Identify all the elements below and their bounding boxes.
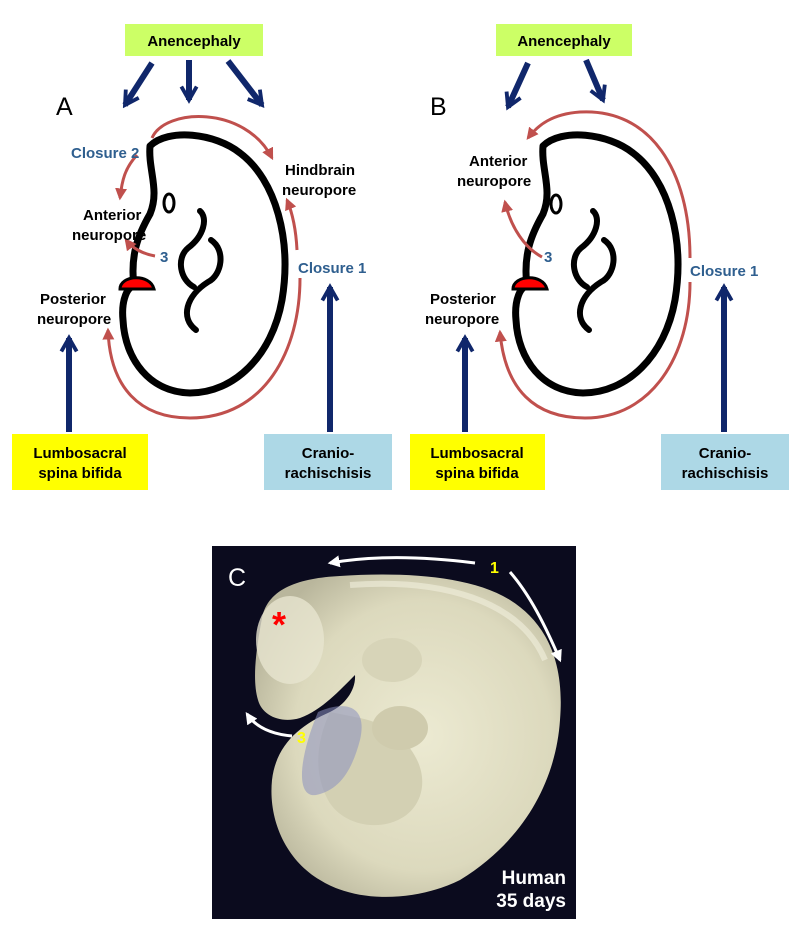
- posterior-neuropore-red-a: [118, 276, 156, 291]
- lumbosacral-label-line1-b: Lumbosacral: [430, 445, 523, 462]
- anterior-label-line2-b: neuropore: [457, 173, 531, 190]
- closure1-arrow-down-b: [494, 281, 692, 420]
- craniorachischisis-label-line2-b: rachischisis: [682, 465, 769, 482]
- panel-b: B Anencephaly Anterior neuropore 3 Closu…: [410, 24, 789, 490]
- posterior-label-line1-a: Posterior: [40, 291, 106, 308]
- embryo-yolk-stalk: [301, 706, 362, 796]
- posterior-label-line1-b: Posterior: [430, 291, 496, 308]
- anterior-label-line1-b: Anterior: [469, 153, 528, 170]
- red-asterisk: *: [272, 604, 286, 645]
- craniorachischisis-box-a: [264, 434, 392, 490]
- anencephaly-arrow-right-b: [583, 58, 607, 104]
- embryo-dorsal-highlight: [349, 580, 548, 662]
- closure1-arrow-down-a: [102, 277, 302, 420]
- anterior-label-line2-a: neuropore: [72, 227, 146, 244]
- caption-line1-c: Human: [502, 868, 566, 889]
- lumbosacral-box-a: [12, 434, 148, 490]
- closure1-arrow-rostral-c: [327, 555, 476, 568]
- craniorachischisis-label-line1-b: Cranio-: [699, 445, 752, 462]
- craniorachischisis-label-line1-a: Cranio-: [302, 445, 355, 462]
- anencephaly-arrow-left-a: [122, 61, 155, 109]
- anencephaly-arrow-left-b: [504, 61, 531, 111]
- embryo-outline-b: [512, 131, 682, 397]
- posterior-label-line2-a: neuropore: [37, 311, 111, 328]
- panel-b-letter: B: [430, 93, 447, 121]
- embryo-eye-b: [549, 193, 563, 215]
- caption-line2-c: 35 days: [496, 891, 566, 912]
- embryo-photo: [255, 574, 561, 897]
- closure1-number-c: 1: [490, 560, 499, 577]
- anencephaly-arrow-right-a: [225, 59, 265, 109]
- closure1-arrow-up-b: [526, 110, 692, 259]
- closure3-arrow-b: [501, 199, 543, 259]
- embryo-pharyngeal-fold-b: [570, 208, 600, 290]
- closure3-arrow-c: [245, 712, 293, 738]
- lumbosacral-label-line2-a: spina bifida: [38, 465, 122, 482]
- panel-c: C 1 3 * Human 35 days: [212, 546, 576, 919]
- embryo-pharyngeal-fold-a: [177, 208, 207, 290]
- anencephaly-label-b: Anencephaly: [517, 33, 611, 50]
- panel-a-letter: A: [56, 93, 73, 121]
- closure3-number-c: 3: [297, 730, 306, 747]
- closure1-arrow-up-a: [285, 197, 299, 251]
- craniorachischisis-box-b: [661, 434, 789, 490]
- posterior-neuropore-red-b: [511, 276, 549, 291]
- closure3-arrow-a: [124, 238, 156, 258]
- embryo-eye-a: [162, 192, 176, 214]
- closure1-label-a: Closure 1: [298, 260, 366, 277]
- panel-c-letter: C: [228, 564, 246, 592]
- lumbosacral-label-line1-a: Lumbosacral: [33, 445, 126, 462]
- closure3-label-a: 3: [160, 249, 168, 266]
- closure1-label-b: Closure 1: [690, 263, 758, 280]
- closure2-label-a: Closure 2: [71, 145, 139, 162]
- lumbosacral-box-b: [410, 434, 545, 490]
- embryo-pharyngeal-region: [362, 638, 422, 682]
- embryo-head: [256, 596, 324, 684]
- lumbosacral-label-line2-b: spina bifida: [435, 465, 519, 482]
- closure3-label-b: 3: [544, 249, 552, 266]
- embryo-heart-fold-b: [577, 237, 617, 333]
- craniorachischisis-label-line2-a: rachischisis: [285, 465, 372, 482]
- closure1-arrow-caudal-c: [508, 571, 562, 663]
- closure2-arrow-down-a: [115, 153, 139, 201]
- anencephaly-label-a: Anencephaly: [147, 33, 241, 50]
- hindbrain-label-line2-a: neuropore: [282, 182, 356, 199]
- anencephaly-box-a: [125, 24, 263, 56]
- hindbrain-label-line1-a: Hindbrain: [285, 162, 355, 179]
- panel-a: A Anencephaly Closure 2 Hindbrain neurop…: [12, 24, 392, 490]
- embryo-outline-a: [119, 131, 289, 397]
- posterior-label-line2-b: neuropore: [425, 311, 499, 328]
- embryo-heart-bulge: [372, 706, 428, 750]
- embryo-heart-fold-a: [184, 237, 224, 333]
- closure2-arrow-top-a: [150, 115, 274, 161]
- anterior-label-line1-a: Anterior: [83, 207, 142, 224]
- anencephaly-box-b: [496, 24, 632, 56]
